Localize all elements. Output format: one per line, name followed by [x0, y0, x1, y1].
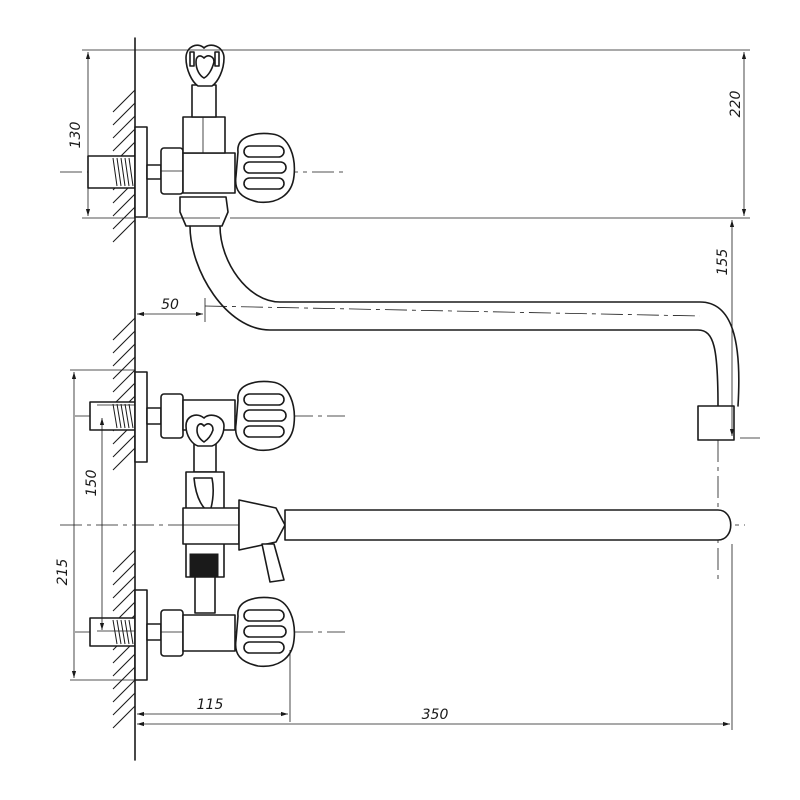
dimension-220: 220 [82, 49, 750, 219]
dimension-150: 150 [84, 404, 135, 632]
dimension-50: 50 [137, 297, 206, 322]
upper-valve-assembly [87, 44, 296, 227]
dimension-130: 130 [68, 52, 135, 219]
dimension-155: 155 [715, 220, 760, 439]
wall [112, 37, 136, 761]
dimension-label-215: 215 [55, 559, 71, 586]
dimension-115: 115 [137, 650, 291, 722]
lower-valve-assembly [89, 589, 296, 681]
dimension-350: 350 [137, 544, 733, 730]
dimension-label-350: 350 [422, 707, 449, 723]
dimension-label-115: 115 [197, 697, 224, 713]
dimension-label-155: 155 [715, 249, 731, 276]
dimension-label-150: 150 [84, 470, 100, 497]
middle-valve-assembly [89, 371, 296, 463]
dimension-215: 215 [55, 369, 135, 681]
dimension-label-50: 50 [161, 297, 179, 313]
diverter-assembly [182, 414, 732, 614]
dimension-label-220: 220 [728, 91, 744, 118]
dimension-label-130: 130 [68, 122, 84, 149]
upper-spout [189, 225, 740, 441]
